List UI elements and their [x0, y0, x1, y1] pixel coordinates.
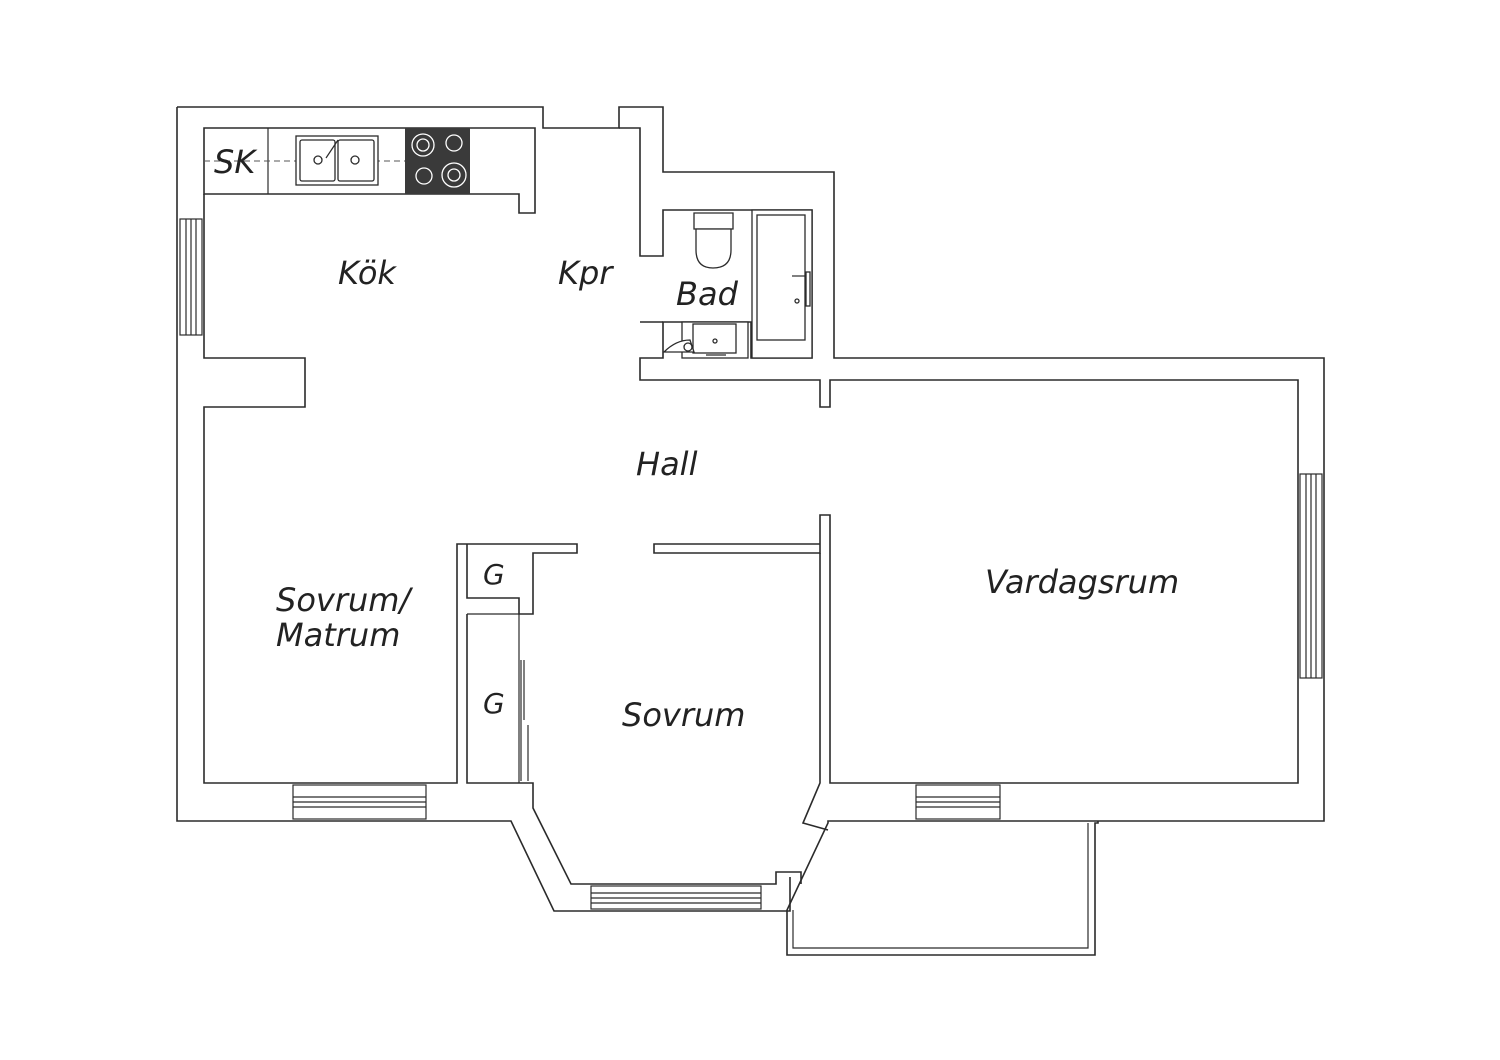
- cabinet-label: SK: [214, 143, 258, 181]
- room-label-sovrum: Sovrum: [622, 696, 745, 734]
- outer-wall-left: [176, 107, 791, 912]
- bathtub-icon: [751, 209, 813, 359]
- inner-wall-sovrum-right: [801, 553, 829, 831]
- window-bottom-left: [292, 784, 427, 820]
- closet-divider: [467, 613, 520, 783]
- sliding-door: [520, 660, 529, 781]
- closet-label-upper: G: [483, 558, 505, 591]
- toilet-icon: [693, 212, 734, 269]
- room-label-kok: Kök: [338, 254, 397, 292]
- inner-wall-kpr: [619, 127, 1299, 784]
- bidet-icon: [662, 339, 695, 353]
- window-bottom-center: [590, 885, 762, 910]
- room-label-hall: Hall: [636, 445, 698, 483]
- stove-icon: [405, 128, 470, 194]
- outer-wall: [177, 106, 1325, 956]
- room-label-bad: Bad: [676, 275, 739, 313]
- inner-wall-left: [203, 194, 578, 784]
- inner-wall-sovrum: [466, 614, 802, 885]
- room-label-vardagsrum: Vardagsrum: [985, 563, 1179, 601]
- room-label-kpr: Kpr: [558, 254, 614, 292]
- balcony-rail: [792, 823, 1089, 949]
- window-left: [179, 218, 203, 336]
- room-label-sovrum-matrum-2: Matrum: [276, 616, 400, 654]
- window-right: [1299, 473, 1323, 679]
- window-bottom-right: [915, 784, 1001, 820]
- closet-label-lower: G: [483, 687, 505, 720]
- sink-icon: [295, 135, 379, 186]
- room-label-sovrum-matrum-1: Sovrum/: [276, 581, 413, 619]
